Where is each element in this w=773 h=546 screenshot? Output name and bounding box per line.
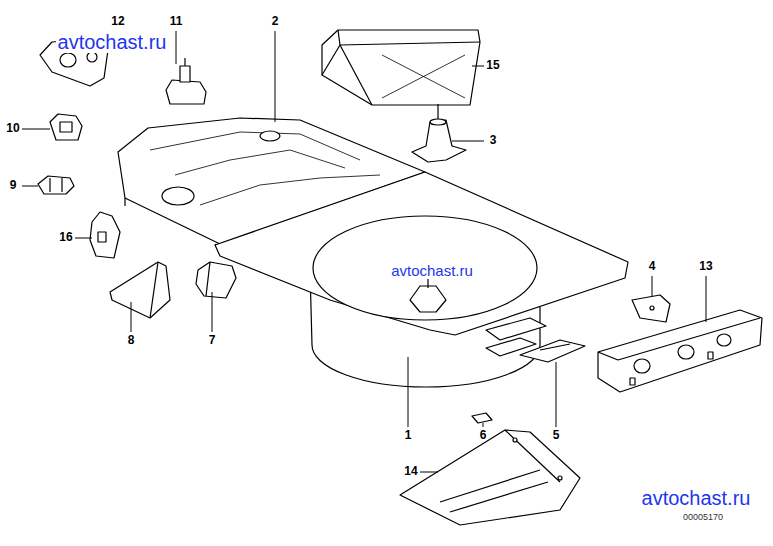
callout-number: 4 xyxy=(649,260,656,273)
support-bracket xyxy=(110,262,170,318)
mount xyxy=(166,58,206,104)
callout-number: 8 xyxy=(128,334,135,347)
side-rail xyxy=(598,310,762,392)
spare-wheel-well xyxy=(215,172,628,387)
clip xyxy=(50,114,82,140)
watermark: avtochast.ru xyxy=(640,487,753,509)
callout-number: 14 xyxy=(404,465,417,478)
callout-number: 1 xyxy=(405,429,412,442)
callout-number: 12 xyxy=(111,15,124,28)
callout-number: 10 xyxy=(6,122,19,135)
callout-number: 16 xyxy=(59,231,72,244)
callout-number: 13 xyxy=(699,260,712,273)
gusset xyxy=(632,295,670,322)
leader-lines xyxy=(22,31,706,472)
clip xyxy=(38,176,74,194)
clip-nut xyxy=(472,413,492,423)
callout-number: 11 xyxy=(170,15,183,28)
callout-number: 15 xyxy=(486,59,499,72)
tray-box xyxy=(322,30,480,105)
support-bracket xyxy=(196,262,236,298)
drawing-number: 00005170 xyxy=(683,513,723,523)
callout-number: 7 xyxy=(209,334,216,347)
bracket xyxy=(90,212,120,258)
callout-number: 6 xyxy=(480,429,487,442)
crossmember xyxy=(400,430,580,525)
callout-number: 9 xyxy=(10,179,17,192)
clip-strip xyxy=(520,340,585,362)
watermark: avtochast.ru xyxy=(56,31,169,53)
stud-bracket xyxy=(412,104,466,162)
callout-number: 5 xyxy=(553,429,560,442)
callout-number: 2 xyxy=(272,15,279,28)
watermark: avtochast.ru xyxy=(389,263,475,280)
callout-number: 3 xyxy=(490,134,497,147)
